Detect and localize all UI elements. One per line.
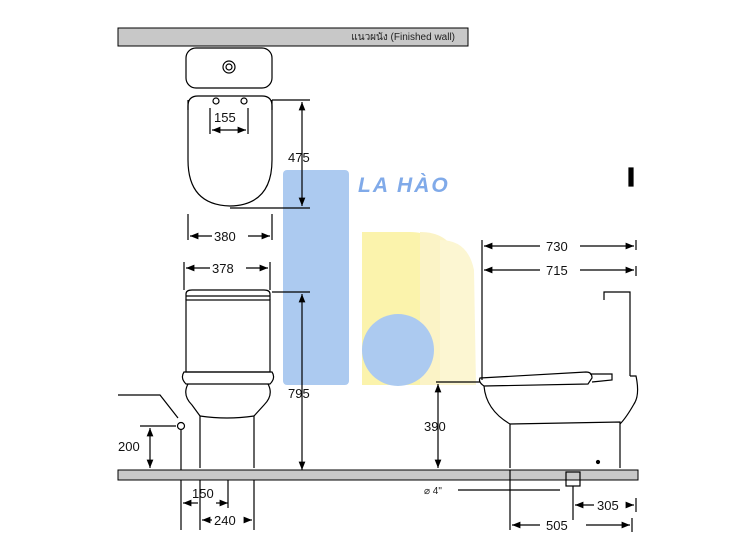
la-hao-logo: LA HÀO <box>283 170 476 386</box>
top-view-tank <box>185 47 273 89</box>
dim-inlet-height: 200 <box>118 439 140 454</box>
front-view-tank <box>185 299 271 373</box>
dim-outlet-from-wall: 305 <box>597 498 619 513</box>
dim-bowl-depth: 715 <box>546 263 568 278</box>
top-view-bowl <box>187 95 273 207</box>
dim-total-height: 795 <box>288 386 310 401</box>
dim-base-depth: 505 <box>546 518 568 533</box>
dim-base-offset: 150 <box>192 486 214 501</box>
front-view <box>118 262 310 530</box>
side-view-tank <box>603 291 631 376</box>
water-inlet-icon <box>176 421 186 431</box>
side-view-seat <box>478 371 593 387</box>
side-view <box>434 167 639 532</box>
front-view-tank-lid <box>185 289 271 300</box>
logo-text: LA HÀO <box>358 174 450 197</box>
front-view-bowl <box>185 383 271 468</box>
finished-wall-label: แนวผนัง (Finished wall) <box>351 32 455 43</box>
floor-band <box>117 469 639 481</box>
side-view-bowl <box>483 385 511 468</box>
front-view-seat <box>181 371 275 385</box>
dim-seat-height: 390 <box>424 419 446 434</box>
flush-button-icon <box>222 60 236 74</box>
dim-base-width: 240 <box>214 513 236 528</box>
top-view <box>185 47 310 240</box>
finished-wall-band: แนวผนัง (Finished wall) <box>117 27 469 47</box>
dim-hole-width: 155 <box>214 110 236 125</box>
logo-blue-bar <box>283 170 349 385</box>
dim-bowl-width: 380 <box>214 229 236 244</box>
logo-blue-circle <box>362 314 434 386</box>
dim-depth-to-hole: 475 <box>288 150 310 165</box>
dim-total-depth: 730 <box>546 239 568 254</box>
dim-tank-width: 378 <box>212 261 234 276</box>
dim-outlet-diameter: ⌀ 4" <box>424 486 442 497</box>
